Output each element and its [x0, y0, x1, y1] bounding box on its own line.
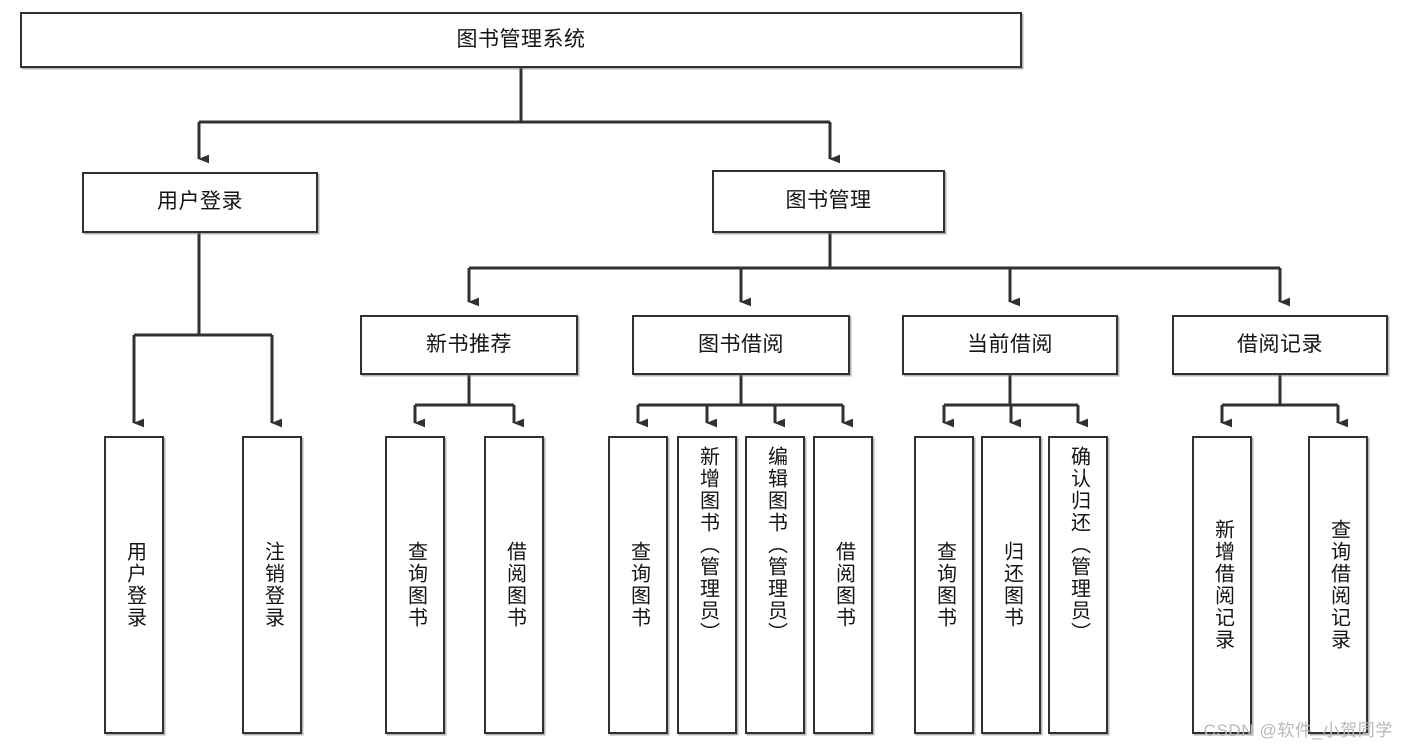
node-leaf-query-book-1[interactable]: 查询图书 — [385, 436, 445, 734]
node-leaf-confirm-return[interactable]: 确认归还（管理员） — [1048, 436, 1108, 734]
node-new-book-recommend-label: 新书推荐 — [426, 332, 512, 356]
node-current-borrow[interactable]: 当前借阅 — [902, 315, 1118, 375]
node-leaf-add-record-label: 新增借阅记录 — [1211, 519, 1234, 651]
node-leaf-query-record[interactable]: 查询借阅记录 — [1308, 436, 1368, 734]
node-book-borrow[interactable]: 图书借阅 — [632, 315, 850, 375]
node-leaf-edit-book-label: 编辑图书（管理员） — [764, 446, 787, 644]
node-leaf-query-book-3[interactable]: 查询图书 — [914, 436, 974, 734]
node-leaf-return-book[interactable]: 归还图书 — [981, 436, 1041, 734]
node-book-manage[interactable]: 图书管理 — [712, 170, 945, 233]
node-leaf-return-book-label: 归还图书 — [1000, 541, 1023, 629]
node-leaf-user-login[interactable]: 用户登录 — [104, 436, 164, 734]
node-root-label: 图书管理系统 — [456, 27, 586, 51]
node-leaf-add-book[interactable]: 新增图书（管理员） — [677, 436, 737, 734]
node-leaf-query-book-1-label: 查询图书 — [404, 541, 427, 629]
node-book-manage-label: 图书管理 — [785, 189, 872, 213]
node-leaf-borrow-book-2-label: 借阅图书 — [832, 541, 855, 629]
node-root[interactable]: 图书管理系统 — [20, 12, 1022, 68]
node-borrow-record-label: 借阅记录 — [1237, 332, 1323, 356]
node-user-login[interactable]: 用户登录 — [82, 172, 318, 233]
node-leaf-query-record-label: 查询借阅记录 — [1327, 519, 1350, 651]
node-leaf-user-login-label: 用户登录 — [123, 541, 146, 629]
node-leaf-query-book-3-label: 查询图书 — [933, 541, 956, 629]
node-leaf-add-book-label: 新增图书（管理员） — [696, 446, 719, 644]
node-leaf-edit-book[interactable]: 编辑图书（管理员） — [745, 436, 805, 734]
node-leaf-query-book-2[interactable]: 查询图书 — [608, 436, 668, 734]
node-leaf-borrow-book-1[interactable]: 借阅图书 — [484, 436, 544, 734]
node-leaf-logout-label: 注销登录 — [261, 541, 284, 629]
node-book-borrow-label: 图书借阅 — [698, 332, 784, 356]
node-leaf-confirm-return-label: 确认归还（管理员） — [1067, 446, 1090, 644]
node-leaf-borrow-book-2[interactable]: 借阅图书 — [813, 436, 873, 734]
node-leaf-query-book-2-label: 查询图书 — [627, 541, 650, 629]
node-leaf-borrow-book-1-label: 借阅图书 — [503, 541, 526, 629]
node-current-borrow-label: 当前借阅 — [967, 332, 1053, 356]
node-leaf-add-record[interactable]: 新增借阅记录 — [1192, 436, 1252, 734]
node-leaf-logout[interactable]: 注销登录 — [242, 436, 302, 734]
node-borrow-record[interactable]: 借阅记录 — [1172, 315, 1388, 375]
node-user-login-label: 用户登录 — [157, 190, 243, 214]
node-new-book-recommend[interactable]: 新书推荐 — [360, 315, 578, 375]
